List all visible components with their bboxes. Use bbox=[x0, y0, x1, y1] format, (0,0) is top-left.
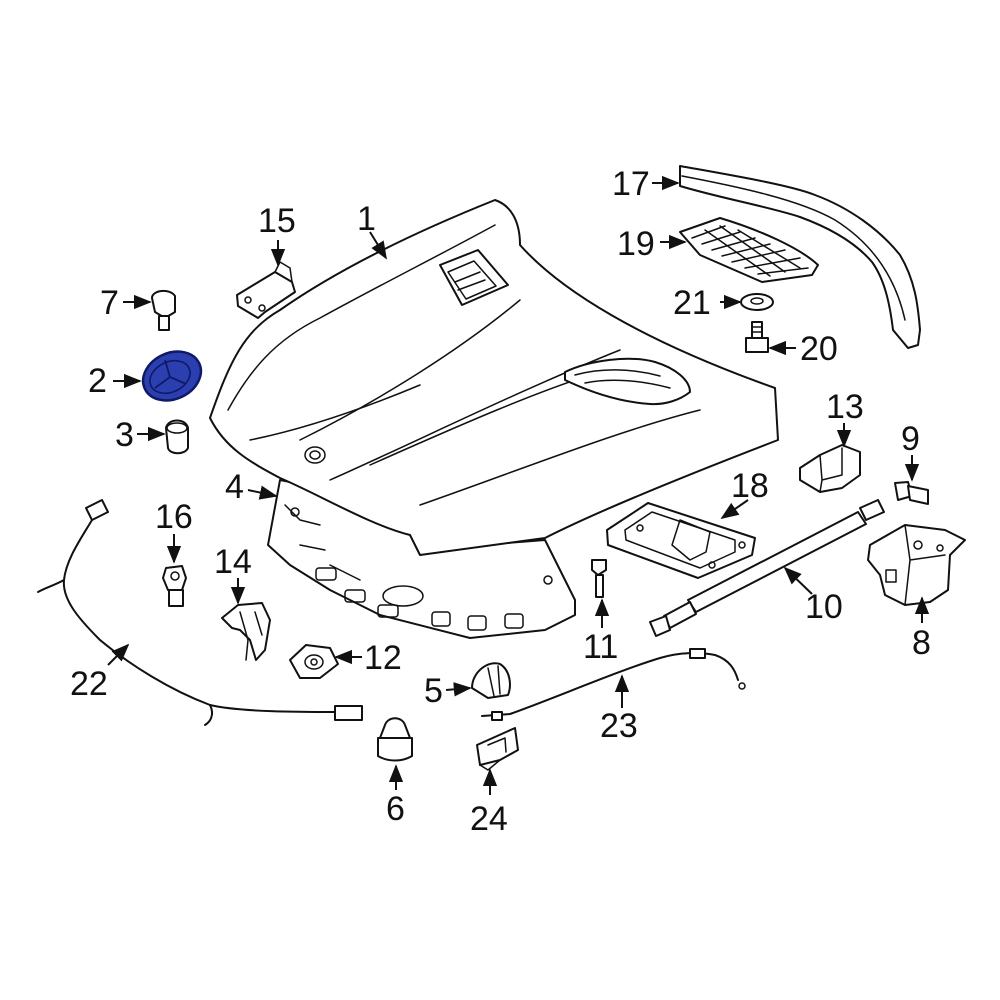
callout-2: 2 bbox=[88, 362, 107, 400]
bracket-15-part[interactable] bbox=[236, 261, 296, 319]
callout-4: 4 bbox=[225, 468, 244, 506]
callout-5: 5 bbox=[424, 672, 443, 710]
latch-plate-part[interactable] bbox=[606, 502, 756, 579]
clip-5-part[interactable] bbox=[471, 662, 511, 699]
callout-1: 1 bbox=[357, 200, 376, 238]
callout-19: 19 bbox=[617, 225, 655, 263]
callout-21: 21 bbox=[673, 284, 711, 322]
release-cable-23-part[interactable] bbox=[481, 648, 746, 721]
grommet-3-part[interactable] bbox=[165, 419, 189, 455]
bracket-24-part[interactable] bbox=[476, 727, 519, 771]
rubber-stop-part[interactable] bbox=[377, 717, 413, 762]
hood-latch-part[interactable] bbox=[867, 524, 966, 606]
callout-14: 14 bbox=[214, 543, 252, 581]
callout-11: 11 bbox=[583, 628, 618, 666]
callout-15: 15 bbox=[258, 202, 296, 240]
callout-3: 3 bbox=[115, 416, 134, 454]
callout-9: 9 bbox=[901, 420, 920, 458]
callout-8: 8 bbox=[912, 624, 931, 662]
bolt-20-part[interactable] bbox=[745, 321, 769, 353]
callout-24: 24 bbox=[470, 800, 508, 838]
washer-part[interactable] bbox=[740, 293, 774, 311]
gas-strut-part[interactable] bbox=[649, 499, 885, 637]
callout-23: 23 bbox=[600, 707, 638, 745]
callout-7: 7 bbox=[100, 284, 119, 322]
pin-16-part[interactable] bbox=[162, 565, 187, 607]
callout-22: 22 bbox=[70, 665, 108, 703]
callout-12: 12 bbox=[364, 639, 402, 677]
bracket-13-part[interactable] bbox=[799, 444, 861, 493]
bolt-9-part[interactable] bbox=[894, 481, 929, 505]
hood-seal-part[interactable] bbox=[679, 165, 921, 349]
bumper-7-part[interactable] bbox=[151, 290, 176, 331]
callout-10: 10 bbox=[805, 588, 843, 626]
bracket-12-part[interactable] bbox=[289, 644, 339, 679]
bracket-14-part[interactable] bbox=[221, 602, 271, 661]
callout-leaders bbox=[107, 175, 930, 795]
callout-18: 18 bbox=[731, 467, 769, 505]
callout-20: 20 bbox=[800, 330, 838, 368]
hood-part[interactable] bbox=[209, 199, 779, 556]
callout-6: 6 bbox=[386, 790, 405, 828]
callout-13: 13 bbox=[826, 388, 864, 426]
clip-11-part[interactable] bbox=[591, 559, 607, 598]
callout-numbers: 1 2 3 4 5 6 7 8 9 10 11 12 13 14 15 16 1… bbox=[70, 165, 931, 838]
emblem-part[interactable] bbox=[135, 342, 209, 409]
vent-grille-part[interactable] bbox=[679, 217, 819, 283]
callout-17: 17 bbox=[612, 165, 650, 203]
callout-16: 16 bbox=[155, 498, 193, 536]
